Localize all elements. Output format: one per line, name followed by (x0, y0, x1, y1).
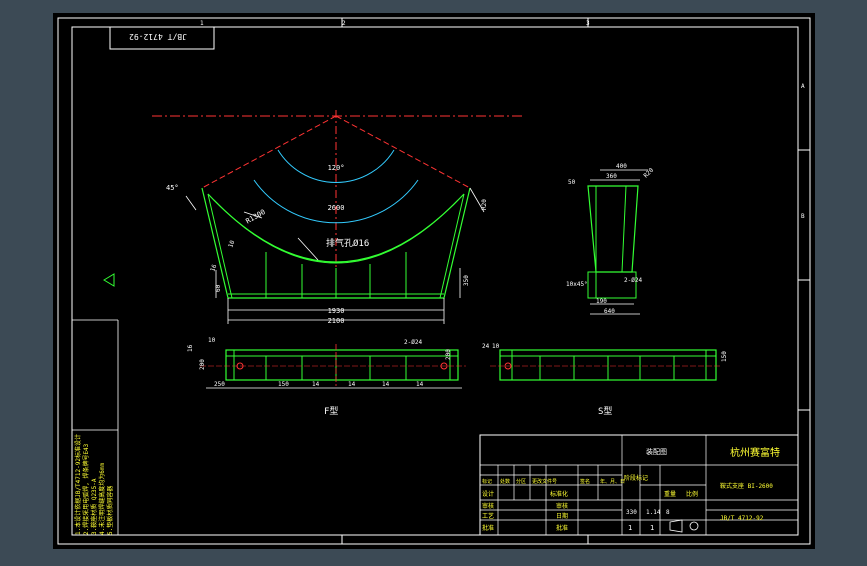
tb-sheet: 1 (650, 524, 654, 532)
tb-row-process: 工艺 (482, 512, 494, 520)
saddle-side-view: 400 360 50 R20 190 640 2-Ø24 10x45° (566, 163, 655, 315)
f-dim-hole: 2-Ø24 (404, 339, 422, 346)
tb-header-3: 分区 (516, 478, 526, 485)
tb-col-weight: 重量 (664, 490, 676, 498)
s-dim-h2: 10 (492, 343, 500, 350)
tb-row-check: 审核 (482, 502, 494, 510)
s-dim-h1: 24 (482, 343, 490, 350)
f-dim-f: 14 (382, 381, 390, 388)
section-title: 装配图 (646, 447, 667, 456)
f-dim-h2: 200 (199, 359, 206, 370)
centering-mark-icon (103, 273, 115, 287)
f-type-view: 10 250 150 14 14 14 14 16 200 2-Ø24 200 … (187, 337, 466, 417)
dim-top-inner: 360 (606, 173, 617, 180)
zone-number-2: 2 (342, 20, 346, 27)
tb-value-weight: 1.14 (646, 509, 661, 516)
s-view-label: S型 (598, 406, 612, 417)
standard-number-top: JB/T 4712-92 (129, 32, 187, 41)
dim-hole-right: 2-Ø24 (624, 277, 642, 284)
note-vent-hole: 排气孔Ø16 (326, 237, 369, 249)
f-dim-h1: 16 (187, 344, 194, 352)
tb-row-approve: 批准 (482, 524, 494, 532)
dim-plate-640: 640 (604, 308, 615, 315)
dim-right-height: 350 (463, 275, 470, 286)
f-dim-a: 10 (208, 337, 216, 344)
dim-left-height: 16 (209, 263, 218, 273)
tb-header-6: 年、月、日 (600, 478, 625, 485)
dim-angle-top: 120° (328, 164, 345, 172)
side-notes: 1.本设计依据JB/T4712-92标准设计 2.焊接采用电弧焊, 焊条牌号E4… (72, 319, 119, 535)
drawing-title: 鞍式支座 BI-2600 (720, 482, 773, 490)
saddle-arc-2 (213, 199, 459, 264)
radius-arc-inner (253, 179, 419, 224)
dim-angle-left: 45° (166, 184, 179, 192)
company-name: 杭州赛富特 (730, 446, 780, 459)
f-dim-c: 150 (278, 381, 289, 388)
s-dim-h3: 150 (721, 351, 728, 362)
dim-top-width: 400 (616, 163, 627, 170)
radial-line-right (335, 115, 471, 189)
tb-col-scale: 比例 (686, 490, 698, 498)
tb-approver: 批准 (556, 524, 568, 532)
f-dim-e: 14 (348, 381, 356, 388)
dim-base-height: 60 (215, 284, 222, 292)
frame-ticks (341, 18, 810, 544)
radial-line-left (201, 115, 337, 189)
projection-symbol-icon (689, 521, 699, 531)
tb-header-5: 签名 (580, 478, 590, 485)
dim-right-angle: R20 (481, 199, 488, 210)
tb-checker: 审核 (556, 502, 568, 510)
tb-header-2: 处数 (500, 478, 510, 485)
s-type-view: 24 10 150 S型 (482, 343, 728, 417)
side-note-3: 3.鞍座材质 Q235-A (90, 478, 98, 535)
f-dim-hole-gap: 200 (445, 349, 452, 360)
tb-standardize: 标准化 (550, 490, 568, 498)
standard-box (109, 26, 215, 50)
tb-row-design: 设计 (482, 490, 494, 498)
outer-frame (57, 17, 811, 545)
dim-base-lower: 2100 (328, 317, 345, 325)
side-note-1: 1.本设计依据JB/T4712-92标准设计 (74, 434, 82, 535)
zone-number-1: 1 (200, 20, 204, 27)
dim-fillet: 10x45° (566, 281, 588, 288)
side-note-2: 2.焊接采用电弧焊, 焊条牌号E43 (82, 443, 90, 535)
zone-letter-a: A (801, 83, 805, 90)
inner-frame (71, 26, 799, 536)
dim-base-upper: 1930 (328, 307, 345, 315)
f-outline (225, 349, 459, 381)
zone-number-3: 3 (586, 20, 590, 27)
dim-radius-inner: 2600 (328, 204, 345, 212)
paper-sheet (53, 13, 815, 549)
tb-value-scale: 8 (666, 509, 670, 516)
side-note-4: 4.未注明焊缝高度均为6mm (98, 463, 106, 535)
dim-plate-190: 190 (596, 298, 607, 305)
standard-number-bottom: JB/T 4712-92 (720, 515, 764, 522)
dim-left-side: 10 (227, 239, 236, 249)
tb-date: 日期 (556, 512, 568, 520)
angle-arc-120 (277, 149, 395, 183)
tb-header-1: 标记 (482, 478, 492, 485)
saddle-front-view: 1930 2100 45° 120° 2600 R1300 350 16 10 … (152, 110, 522, 325)
f-dim-b: 250 (214, 381, 225, 388)
tb-col-stage: 阶段标记 (624, 474, 648, 482)
f-view-label: F型 (324, 406, 338, 417)
tb-sheet-total: 1 (628, 524, 632, 532)
dim-offset: 50 (568, 179, 576, 186)
f-dim-d: 14 (312, 381, 320, 388)
zone-letter-b: B (801, 213, 805, 220)
f-dim-g: 14 (416, 381, 424, 388)
saddle-outline-inner (207, 193, 465, 299)
side-note-5: 5.垫板材质同容器 (106, 486, 114, 535)
title-block: 装配图 杭州赛富特 鞍式支座 BI-2600 JB/T 4712-92 标记 处… (479, 434, 799, 536)
tb-header-4: 更改文件号 (532, 478, 557, 485)
tb-value-stage: 330 (626, 509, 637, 516)
